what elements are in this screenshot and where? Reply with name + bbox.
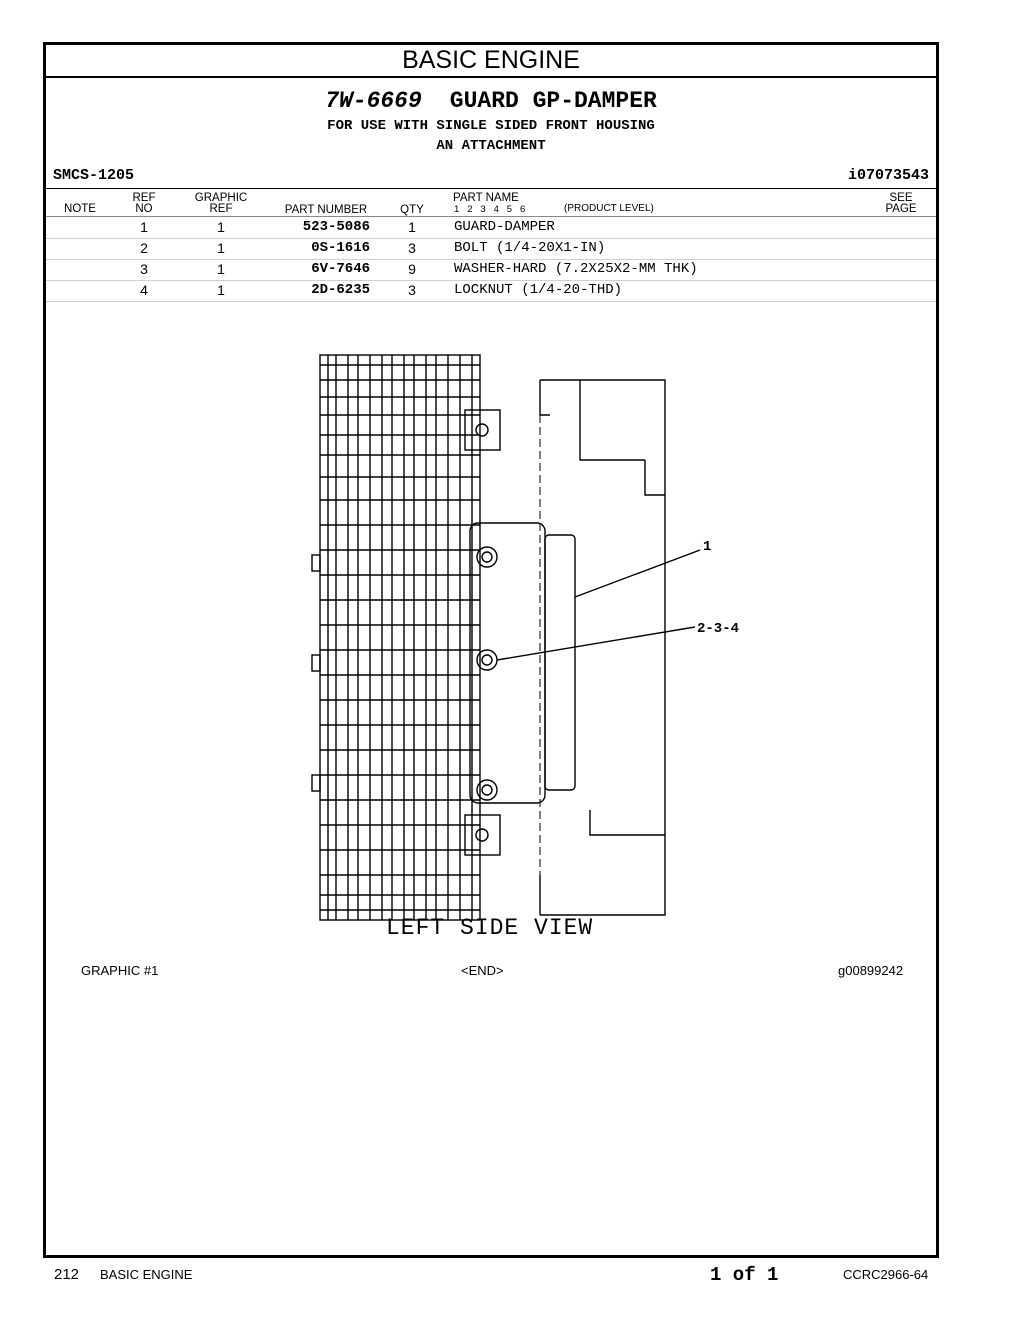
table-row: 2 1 0S-1616 3 BOLT (1/4-20X1-IN) bbox=[46, 238, 936, 260]
part-number: 6V-7646 bbox=[311, 261, 370, 277]
table-row: 3 1 6V-7646 9 WASHER-HARD (7.2X25X2-MM T… bbox=[46, 259, 936, 281]
end-marker: <END> bbox=[461, 963, 504, 978]
qty: 9 bbox=[408, 261, 416, 277]
smcs-code: SMCS-1205 bbox=[53, 167, 135, 184]
illustration-id: i07073543 bbox=[847, 167, 929, 184]
group-note-2: AN ATTACHMENT bbox=[436, 138, 546, 154]
damper-guard-drawing: 1 2-3-4 bbox=[311, 354, 739, 921]
table-row: 1 1 523-5086 1 GUARD-DAMPER bbox=[46, 217, 936, 239]
doc-code: CCRC2966-64 bbox=[843, 1267, 929, 1282]
section-title: BASIC ENGINE bbox=[46, 45, 936, 78]
group-part-number: 7W-6669 bbox=[325, 88, 422, 114]
col-ref-top: REF bbox=[132, 192, 156, 204]
group-note-1: FOR USE WITH SINGLE SIDED FRONT HOUSING bbox=[327, 118, 655, 134]
part-number: 2D-6235 bbox=[311, 282, 370, 298]
graphic-ref: 1 bbox=[217, 282, 225, 298]
col-ref-bottom: NO bbox=[135, 203, 153, 215]
graphic-ref: 1 bbox=[217, 219, 225, 235]
group-name: GUARD GP-DAMPER bbox=[449, 88, 657, 114]
col-part-name: PART NAME bbox=[453, 192, 519, 204]
header-divider bbox=[46, 188, 936, 189]
part-name: GUARD-DAMPER bbox=[454, 219, 555, 235]
table-header-divider bbox=[46, 216, 936, 217]
col-qty: QTY bbox=[400, 204, 424, 216]
col-see-top: SEE bbox=[889, 192, 913, 204]
leader-line-1 bbox=[574, 549, 701, 598]
col-product-levels: 1 2 3 4 5 6 bbox=[454, 204, 526, 215]
guard-outline bbox=[319, 354, 481, 921]
group-title: 7W-6669 GUARD GP-DAMPER bbox=[46, 88, 936, 114]
qty: 3 bbox=[408, 282, 416, 298]
graphic-ref: 1 bbox=[217, 240, 225, 256]
ref-no: 2 bbox=[140, 240, 148, 256]
col-see-bottom: PAGE bbox=[885, 203, 917, 215]
part-name: WASHER-HARD (7.2X25X2-MM THK) bbox=[454, 261, 698, 277]
col-graphic-bottom: REF bbox=[209, 203, 233, 215]
part-name: BOLT (1/4-20X1-IN) bbox=[454, 240, 606, 256]
col-note: NOTE bbox=[64, 203, 96, 215]
ref-no: 3 bbox=[140, 261, 148, 277]
footer-section: BASIC ENGINE bbox=[100, 1267, 193, 1282]
col-graphic-top: GRAPHIC bbox=[194, 192, 248, 204]
col-product-level: (PRODUCT LEVEL) bbox=[564, 203, 654, 214]
callout-2-3-4: 2-3-4 bbox=[697, 621, 739, 637]
graphic-id: g00899242 bbox=[838, 963, 904, 978]
ref-no: 1 bbox=[140, 219, 148, 235]
page-number: 212 bbox=[54, 1266, 80, 1283]
callout-1: 1 bbox=[703, 539, 711, 555]
part-number: 0S-1616 bbox=[311, 240, 370, 256]
part-name: LOCKNUT (1/4-20-THD) bbox=[454, 282, 623, 298]
drawing-caption: LEFT SIDE VIEW bbox=[386, 915, 594, 941]
part-number: 523-5086 bbox=[302, 219, 370, 235]
graphic-ref: 1 bbox=[217, 261, 225, 277]
qty: 3 bbox=[408, 240, 416, 256]
page-of: 1 of 1 bbox=[710, 1264, 779, 1286]
page-frame: BASIC ENGINE 7W-6669 GUARD GP-DAMPER FOR … bbox=[43, 42, 939, 1258]
qty: 1 bbox=[408, 219, 416, 235]
col-part-number: PART NUMBER bbox=[284, 204, 368, 216]
graphic-label: GRAPHIC #1 bbox=[81, 963, 159, 978]
ref-no: 4 bbox=[140, 282, 148, 298]
table-row: 4 1 2D-6235 3 LOCKNUT (1/4-20-THD) bbox=[46, 280, 936, 302]
leader-line-2 bbox=[496, 626, 696, 661]
